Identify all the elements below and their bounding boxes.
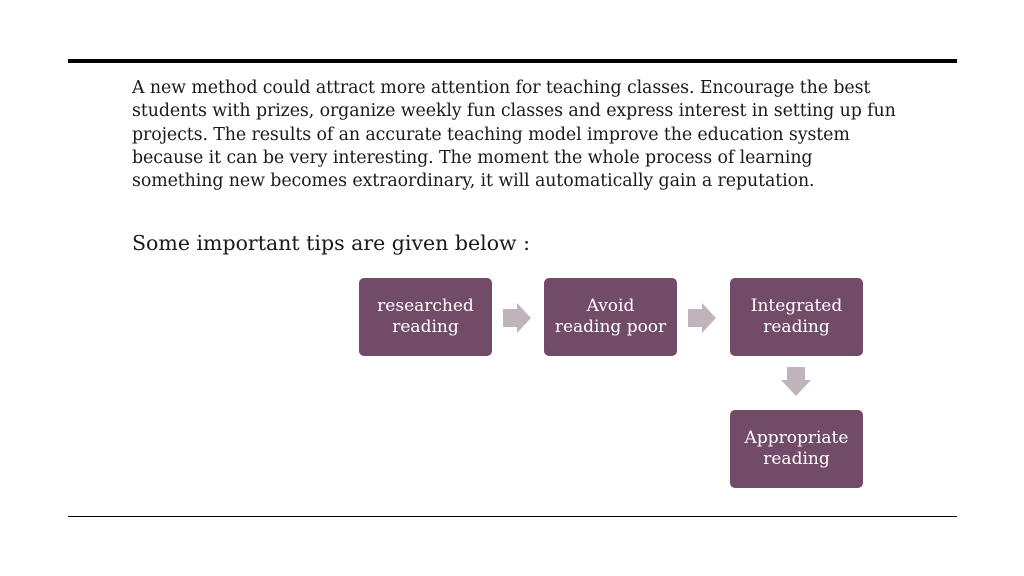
paragraph-line: because it can be very interesting. The … (132, 147, 813, 168)
step-box-integrated-reading: Integrated reading (730, 278, 863, 356)
step-label-line: Integrated (750, 296, 843, 316)
top-rule (68, 59, 957, 63)
intro-paragraph: A new method could attract more attentio… (132, 77, 896, 193)
step-label-line: reading (763, 449, 830, 469)
step-label: Avoid reading poor (555, 296, 666, 338)
step-label-line: reading (763, 317, 830, 337)
step-box-researched-reading: researched reading (359, 278, 492, 356)
arrow-right-icon (503, 303, 531, 333)
paragraph-line: projects. The results of an accurate tea… (132, 124, 850, 145)
arrow-down-icon (781, 367, 811, 396)
paragraph-line: something new becomes extraordinary, it … (132, 171, 815, 192)
step-label-line: researched (377, 296, 474, 316)
step-label-line: Avoid (586, 296, 635, 316)
paragraph-line: A new method could attract more attentio… (132, 78, 871, 98)
step-label-line: reading poor (554, 317, 667, 337)
step-label: Appropriate reading (745, 428, 849, 470)
step-box-avoid-reading-poor: Avoid reading poor (544, 278, 677, 356)
bottom-rule (68, 516, 957, 517)
step-box-appropriate-reading: Appropriate reading (730, 410, 863, 488)
step-label-line: reading (392, 317, 459, 337)
arrow-right-icon (688, 303, 716, 333)
step-label: Integrated reading (751, 296, 842, 338)
paragraph-line: students with prizes, organize weekly fu… (132, 101, 896, 122)
step-label: researched reading (377, 296, 474, 338)
tips-heading: Some important tips are given below : (132, 231, 531, 255)
step-label-line: Appropriate (744, 428, 849, 448)
